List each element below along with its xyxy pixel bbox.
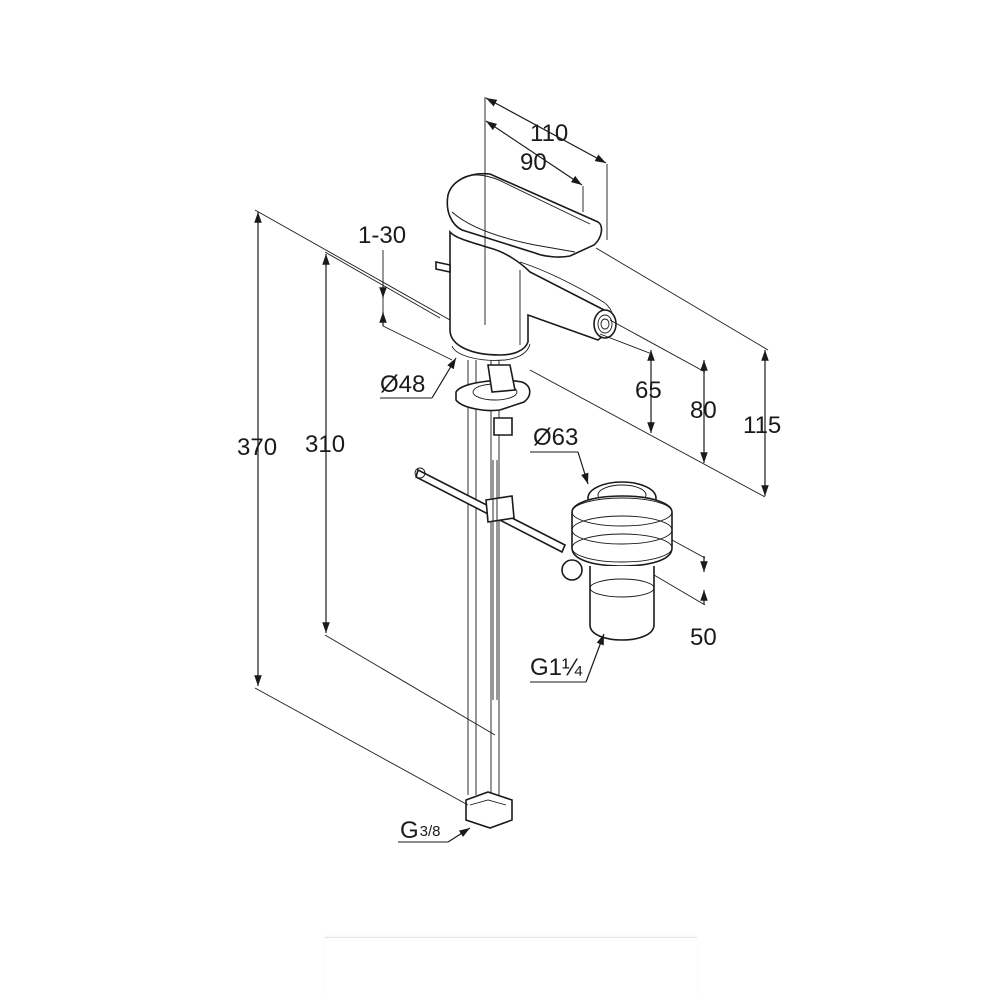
dim-diameter-63: Ø63: [533, 424, 578, 451]
dim-90: 90: [520, 149, 547, 176]
dim-370: 370: [237, 434, 277, 461]
dim-310: 310: [305, 431, 345, 458]
dim-80: 80: [690, 397, 717, 424]
thread-g1-1-4: G1¼: [530, 654, 583, 681]
dim-50: 50: [690, 624, 717, 651]
thread-g3-8-letter: G: [400, 817, 419, 844]
dim-110: 110: [530, 120, 568, 147]
dim-diameter-48: Ø48: [380, 371, 425, 398]
pop-up-waste: [561, 481, 673, 641]
faucet-body: [435, 172, 617, 361]
thread-g3-8-fraction: 3/8: [420, 823, 441, 840]
dim-115: 115: [743, 412, 781, 439]
dim-65: 65: [635, 377, 662, 404]
thread-g3-8: G3/8: [400, 817, 441, 844]
mounting-assembly: [414, 360, 567, 829]
dimension-lines: [254, 97, 769, 843]
bottom-bar: [325, 937, 697, 998]
dim-1-30: 1-30: [358, 222, 406, 249]
